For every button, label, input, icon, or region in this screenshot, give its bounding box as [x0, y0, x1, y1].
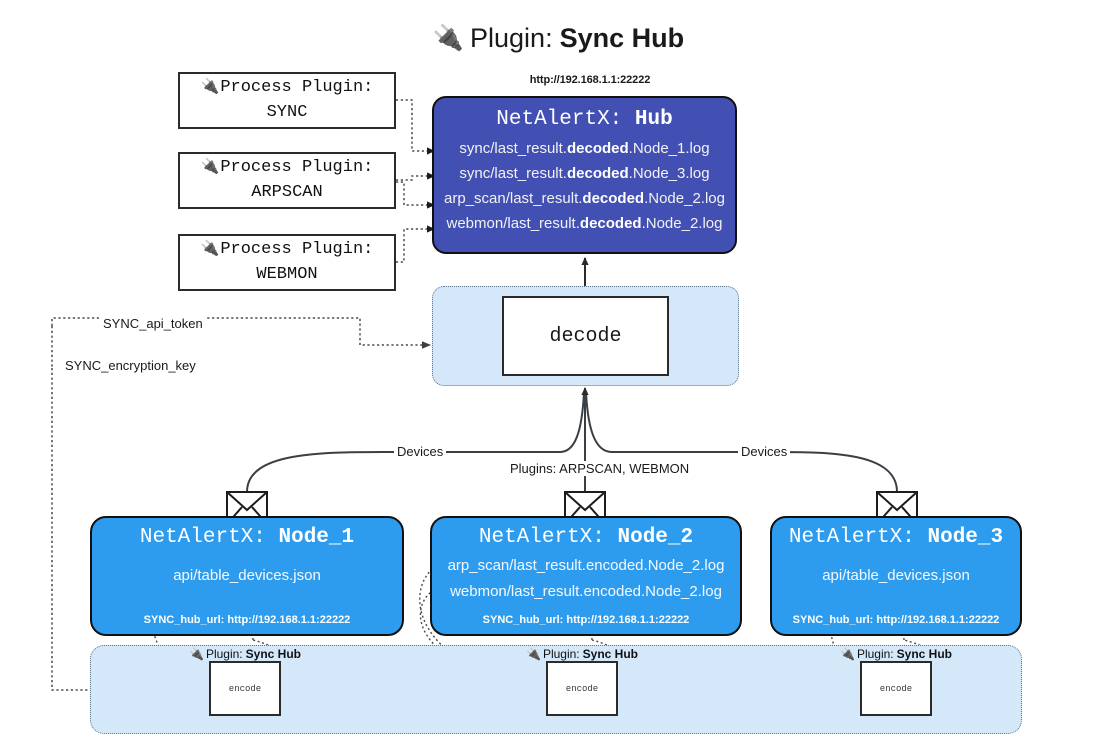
node-line: api/table_devices.json [822, 567, 970, 584]
node-footer: SYNC_hub_url: http://192.168.1.1:22222 [482, 614, 690, 626]
hub-log-line: arp_scan/last_result.decoded.Node_2.log [434, 187, 735, 212]
process-plugin-label: Process Plugin: [220, 77, 374, 97]
node-title: NetAlertX: Node_1 [92, 526, 402, 549]
encoder-label-name: Sync Hub [896, 646, 952, 661]
hub-log-line: sync/last_result.decoded.Node_3.log [434, 162, 735, 187]
node-line: webmon/last_result.encoded.Node_2.log [450, 583, 722, 601]
log-post: .Node_1.log [628, 140, 710, 157]
log-pre: webmon/last_result. [446, 214, 580, 232]
edge-label-devices-right: Devices [738, 444, 791, 459]
node-title-name: Node_3 [927, 526, 1004, 549]
encoder-label-prefix: Plugin: [542, 646, 580, 661]
node-title-name: Node_2 [617, 526, 694, 549]
node-title: NetAlertX: Node_2 [432, 526, 740, 549]
process-plugin-name: SYNC [266, 102, 308, 122]
encoder-label-1: 🔌 Plugin: Sync Hub [150, 646, 340, 661]
plug-icon: 🔌 [189, 646, 204, 661]
plug-icon: 🔌 [840, 646, 855, 661]
node-title-prefix: NetAlertX: [139, 526, 266, 549]
plug-icon: 🔌 [200, 159, 220, 177]
edge-label-devices-left: Devices [394, 444, 447, 459]
plug-icon: 🔌 [200, 79, 220, 97]
encode-box-3[interactable]: encode [860, 661, 932, 716]
node-title-name: Node_1 [278, 526, 355, 549]
node-footer: SYNC_hub_url: http://192.168.1.1:22222 [792, 614, 1000, 626]
encoder-label-3: 🔌 Plugin: Sync Hub [801, 646, 991, 661]
node-line: api/table_devices.json [173, 567, 321, 584]
process-plugin-webmon[interactable]: 🔌 Process Plugin: WEBMON [178, 234, 396, 291]
process-plugin-arpscan[interactable]: 🔌 Process Plugin: ARPSCAN [178, 152, 396, 209]
hub-title-prefix: NetAlertX: [496, 108, 623, 131]
log-post: .Node_2.log [641, 214, 723, 232]
node-title-prefix: NetAlertX: [788, 526, 915, 549]
encoder-label-prefix: Plugin: [205, 646, 243, 661]
log-pre: sync/last_result. [459, 164, 567, 182]
decode-box[interactable]: decode [502, 296, 669, 376]
encode-box-2[interactable]: encode [546, 661, 618, 716]
process-plugin-name: WEBMON [256, 264, 318, 284]
title-prefix: Plugin: [470, 22, 553, 53]
sync-api-token-label: SYNC_api_token [100, 316, 206, 331]
encoder-label-2: 🔌 Plugin: Sync Hub [487, 646, 677, 661]
log-post: .Node_3.log [628, 164, 710, 182]
node-card-2[interactable]: NetAlertX: Node_2 arp_scan/last_result.e… [430, 516, 742, 636]
encoder-label-prefix: Plugin: [856, 646, 894, 661]
hub-log-line: webmon/last_result.decoded.Node_2.log [434, 212, 735, 237]
edge-label-plugins-center: Plugins: ARPSCAN, WEBMON [507, 461, 693, 476]
sync-encryption-key-label: SYNC_encryption_key [62, 358, 199, 373]
node-title: NetAlertX: Node_3 [772, 526, 1020, 549]
hub-title: NetAlertX: Hub [434, 108, 735, 131]
plug-icon: 🔌 [526, 646, 541, 661]
hub-card[interactable]: NetAlertX: Hub sync/last_result.decoded.… [432, 96, 737, 254]
encoder-label-name: Sync Hub [582, 646, 638, 661]
plug-icon: 🔌 [200, 241, 220, 259]
node-card-3[interactable]: NetAlertX: Node_3 api/table_devices.json… [770, 516, 1022, 636]
log-mid: decoded [582, 189, 645, 207]
process-plugin-sync[interactable]: 🔌 Process Plugin: SYNC [178, 72, 396, 129]
log-mid: decoded [579, 214, 642, 232]
log-mid: decoded [566, 140, 629, 157]
encoder-label-name: Sync Hub [245, 646, 301, 661]
hub-url-label: http://192.168.1.1:22222 [529, 74, 651, 86]
node-line: arp_scan/last_result.encoded.Node_2.log [447, 557, 725, 574]
node-card-1[interactable]: NetAlertX: Node_1 api/table_devices.json… [90, 516, 404, 636]
process-plugin-label: Process Plugin: [220, 239, 374, 259]
encode-box-1[interactable]: encode [209, 661, 281, 716]
node-footer: SYNC_hub_url: http://192.168.1.1:22222 [143, 614, 351, 626]
log-pre: sync/last_result. [459, 140, 567, 157]
title-name: Sync Hub [559, 22, 685, 53]
log-mid: decoded [566, 164, 629, 182]
log-post: .Node_2.log [644, 189, 725, 207]
node-title-prefix: NetAlertX: [478, 526, 605, 549]
process-plugin-label: Process Plugin: [220, 157, 374, 177]
hub-log-line: sync/last_result.decoded.Node_1.log [434, 137, 735, 162]
plug-icon: 🔌 [432, 23, 465, 52]
page-title: 🔌 Plugin: Sync Hub [0, 16, 1117, 60]
process-plugin-name: ARPSCAN [251, 182, 323, 202]
hub-title-name: Hub [634, 108, 673, 131]
log-pre: arp_scan/last_result. [444, 189, 583, 207]
